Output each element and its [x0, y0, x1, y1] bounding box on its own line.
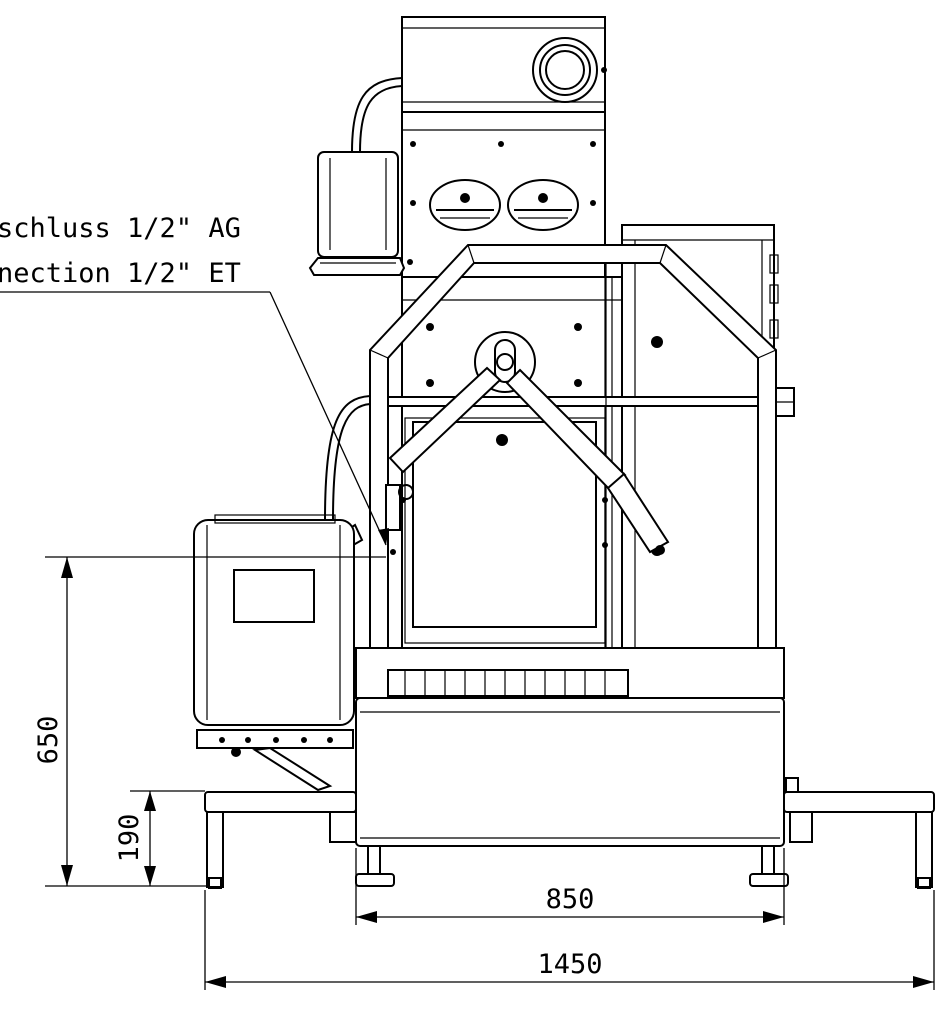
dim-label-850: 850 — [546, 884, 595, 915]
leveling-foot-right — [749, 845, 789, 887]
motor-box — [308, 151, 413, 276]
spray-arm-left — [388, 366, 502, 474]
dim-overall-width: 1450 — [204, 890, 935, 990]
lower-hose — [324, 395, 371, 521]
dim-label-1450: 1450 — [537, 949, 602, 980]
dim-inner-width: 850 — [355, 848, 785, 925]
tank — [193, 514, 355, 792]
left-nozzle — [385, 484, 414, 555]
leveling-foot-left — [355, 845, 395, 887]
upper-hose — [351, 77, 403, 153]
spray-arm-right — [505, 368, 670, 555]
dim-foot-height: 190 — [114, 790, 205, 886]
connection-annotation: schluss 1/2" AG nection 1/2" ET — [0, 213, 389, 546]
dim-label-650: 650 — [33, 716, 64, 765]
center-column — [400, 276, 623, 663]
dim-label-190: 190 — [114, 814, 145, 863]
sight-window-right-icon — [507, 179, 579, 231]
annotation-line-1: schluss 1/2" AG — [0, 213, 241, 244]
sight-window-left-icon — [429, 179, 501, 231]
upper-cabinet — [401, 16, 607, 113]
dim-overall-height: 650 — [33, 556, 386, 887]
left-outrigger — [204, 791, 357, 889]
base-basin — [355, 647, 799, 847]
annotation-line-2: nection 1/2" ET — [0, 258, 241, 289]
right-outrigger — [783, 791, 935, 889]
round-gauge-icon — [532, 37, 598, 103]
